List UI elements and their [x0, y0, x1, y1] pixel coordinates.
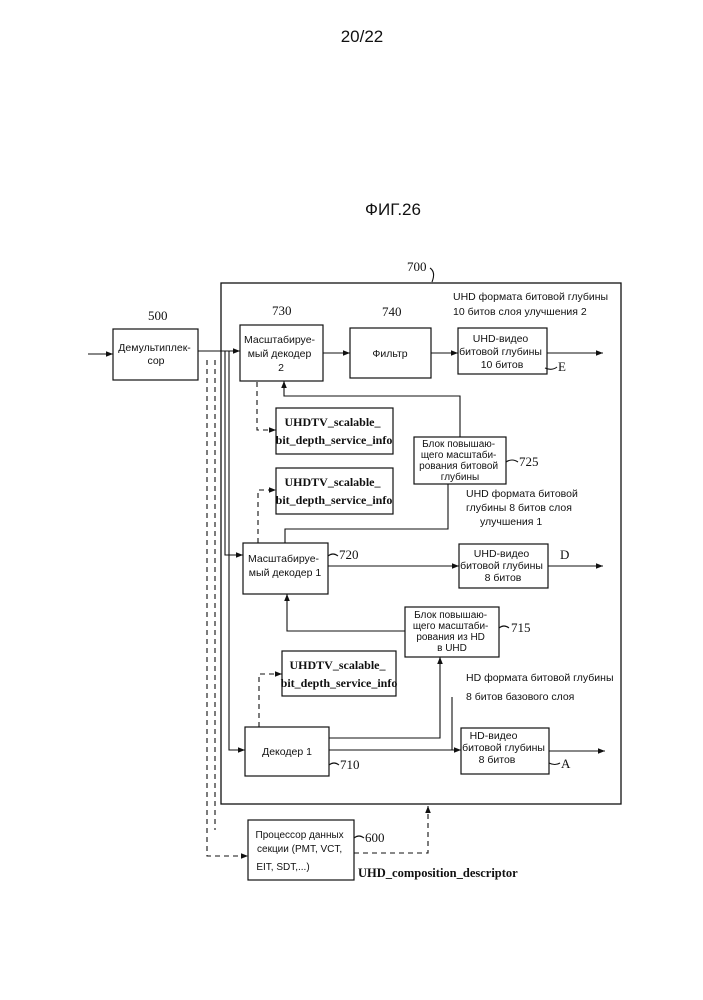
- filter-ref: 740: [382, 304, 402, 319]
- decoder1-to-out-a: [329, 697, 461, 750]
- out-d-ref: D: [560, 547, 569, 562]
- page-number: 20/22: [341, 27, 384, 46]
- base-layer-label: HD формата битовой глубины 8 битов базов…: [466, 672, 616, 703]
- figure-title: ФИГ.26: [365, 200, 421, 219]
- demux-to-processor: [207, 360, 248, 856]
- layer2-label: UHD формата битовой глубины 10 битов сло…: [453, 291, 611, 318]
- decoder2-to-info-top: [257, 382, 276, 430]
- composition-descriptor-label: UHD_composition_descriptor: [358, 866, 518, 880]
- processor-ref-leader: [354, 836, 364, 838]
- upscaler715-ref: 715: [511, 620, 531, 635]
- demultiplexer-ref: 500: [148, 308, 168, 323]
- demux-bus-decoder1s: [225, 351, 243, 555]
- upscaler715-ref-leader: [499, 626, 509, 628]
- system-ref: 700: [407, 259, 427, 274]
- layer1-label: UHD формата битовой глубины 8 битов слоя…: [466, 488, 581, 528]
- out-e-ref: E: [558, 359, 566, 374]
- scalable-decoder2-ref: 730: [272, 303, 292, 318]
- upscaler725-ref-leader: [506, 460, 518, 462]
- processor-ref: 600: [365, 830, 385, 845]
- decoder1-label: Декодер 1: [262, 746, 312, 758]
- scalable-decoder1-ref: 720: [339, 547, 359, 562]
- out-a-ref: A: [561, 756, 571, 771]
- decoder1-ref-leader: [329, 763, 339, 765]
- decoder1-to-info-bot: [259, 674, 282, 727]
- decoder1s-ref-leader: [328, 554, 338, 556]
- filter-label: Фильтр: [372, 348, 407, 360]
- upscaler725-ref: 725: [519, 454, 539, 469]
- decoder1-ref: 710: [340, 757, 360, 772]
- upscaler715-to-decoder1s: [287, 594, 405, 631]
- system-ref-leader: [430, 268, 434, 282]
- out-a-ref-leader: [549, 763, 560, 765]
- decoder1s-to-info-mid: [258, 490, 276, 543]
